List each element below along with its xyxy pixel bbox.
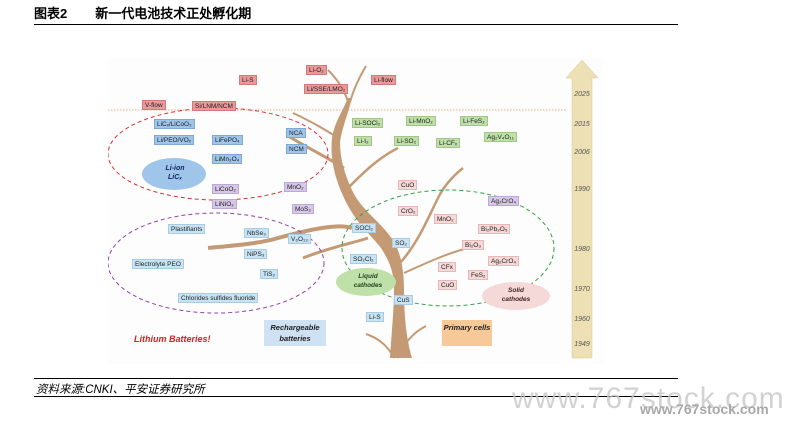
box-li-fes2: Li-FeS₂ <box>460 116 488 126</box>
liion-blob <box>142 158 206 190</box>
box-ncm: NCM <box>286 144 307 154</box>
watermark-small: www.767stock.com <box>640 401 769 417</box>
box-cuo: CuO <box>438 280 458 290</box>
box-limn2o4: LiMn₂O₄ <box>212 154 243 164</box>
box-so2cl2: SO₂Cl₂ <box>350 254 377 264</box>
box-mno2-mid: MnO₂ <box>284 182 307 192</box>
branch-left <box>207 224 353 250</box>
box-licoo2: LiCoO₂ <box>212 184 239 194</box>
box-li-flow: Li-flow <box>371 75 396 85</box>
box-ag2cro4: Ag₂CrO₄ <box>488 256 520 266</box>
box-li-cfx: Li-CFₓ <box>436 138 461 148</box>
label-rechargeable: Rechargeable batteries <box>264 320 326 346</box>
box-v-flow: V-flow <box>142 100 166 110</box>
root-right <box>397 325 427 359</box>
primary-ellipse <box>341 189 555 307</box>
box-tis2: TiS₂ <box>260 269 279 279</box>
label-lithium-batteries: Lithium Batteries! <box>134 334 211 344</box>
year-1960: 1960 <box>574 316 590 323</box>
top-rule <box>34 24 678 25</box>
bottom-rule <box>34 378 678 379</box>
box-bi2o3: Bi₂O₃ <box>462 240 485 250</box>
branch-left2 <box>302 236 369 260</box>
box-ag2cro4-top: Ag₂CrO₄ <box>488 196 520 206</box>
branch-top-left <box>292 112 339 139</box>
label-primary-cells: Primary cells <box>442 320 492 346</box>
box-li-so2: Li-SO₂ <box>394 136 420 146</box>
label-solid-cathodes: Solid cathodes <box>501 287 531 303</box>
box-cuo-top: CuO <box>398 180 418 190</box>
box-li-sse: Li/SSE/LMO₂ <box>304 84 349 94</box>
box-li-mno2: Li-MnO₂ <box>406 116 436 126</box>
branch-top <box>327 69 349 103</box>
box-mno2-primary: MnO₂ <box>434 214 457 224</box>
box-nca: NCA <box>286 128 306 138</box>
box-lic-licoo2: LiCₓ/LiCoO₂ <box>154 119 195 129</box>
figure-title: 图表2 新一代电池技术正处孵化期 <box>34 3 251 22</box>
box-cro2: CrO₂ <box>398 206 419 216</box>
solid-blob <box>482 282 550 310</box>
box-lifepo4: LiFePO₄ <box>212 135 243 145</box>
box-cus: CuS <box>394 295 413 305</box>
box-so2: SO₂ <box>392 238 410 248</box>
solid-polymer-ellipse <box>108 212 325 314</box>
figure-number: 图表2 <box>34 6 68 21</box>
year-2015: 2015 <box>574 121 590 128</box>
box-nips3: NiPS₃ <box>244 249 268 259</box>
box-bi2pb2o5: Bi₂Pb₂O₅ <box>478 224 511 234</box>
battery-evolution-tree: 2025 2015 2006 1990 1980 1970 1960 1949 … <box>108 58 604 364</box>
box-linio2: LiNiO₂ <box>212 199 237 209</box>
box-si-lnm: Si/LNM/NCM <box>192 101 236 111</box>
year-1990: 1990 <box>574 186 590 193</box>
box-v6o13: V₆O₁₃ <box>288 234 311 244</box>
year-1970: 1970 <box>574 286 590 293</box>
box-li-i2: Li-I₂ <box>354 136 372 146</box>
year-2006: 2006 <box>574 149 590 156</box>
branch-upper-right <box>347 146 399 189</box>
label-liion: Li-ion LiCₓ <box>165 165 185 181</box>
figure-title-text: 新一代电池技术正处孵化期 <box>95 6 252 21</box>
root-left <box>365 333 395 359</box>
box-li-s-top: Li-S <box>239 75 257 85</box>
box-nbse3: NbSe₃ <box>244 228 269 238</box>
box-li-peo: Li/PEO/VOₓ <box>154 135 194 145</box>
year-1949: 1949 <box>574 341 590 348</box>
box-fes2: FeS₂ <box>468 270 489 280</box>
tree-graphic <box>108 59 599 359</box>
box-cfx: CFx <box>438 262 456 272</box>
timeline-arrow <box>565 59 599 359</box>
source-note: 资料来源:CNKI、平安证券研究所 <box>36 384 205 396</box>
branch-right <box>399 167 464 264</box>
box-mos2: MoS₂ <box>292 204 314 214</box>
label-liquid-cathodes: Liquid cathodes <box>353 273 383 289</box>
box-li-s-bottom: Li-S <box>366 312 384 322</box>
liquid-blob <box>336 268 396 296</box>
branch-upper-left <box>287 134 345 170</box>
box-li-o2: Li-O₂ <box>306 65 327 75</box>
box-li-socl2: Li-SOCl₂ <box>352 118 384 128</box>
box-socl2: SOCl₂ <box>352 223 377 233</box>
year-2025: 2025 <box>574 91 590 98</box>
box-plastifiants: Plastifiants <box>168 224 206 234</box>
box-chlorides: Chlorides sulfides fluoride <box>178 293 259 303</box>
branch-right2 <box>403 247 469 274</box>
branch-top2 <box>349 65 367 103</box>
year-1980: 1980 <box>574 246 590 253</box>
bottom-rule-2 <box>34 396 678 397</box>
box-ag2v4o11: Ag₂V₄O₁₁ <box>484 132 517 142</box>
box-electrolyte-peo: Electrolyte PEO <box>132 259 184 269</box>
watermark-large: www.767stock.com <box>512 382 785 415</box>
